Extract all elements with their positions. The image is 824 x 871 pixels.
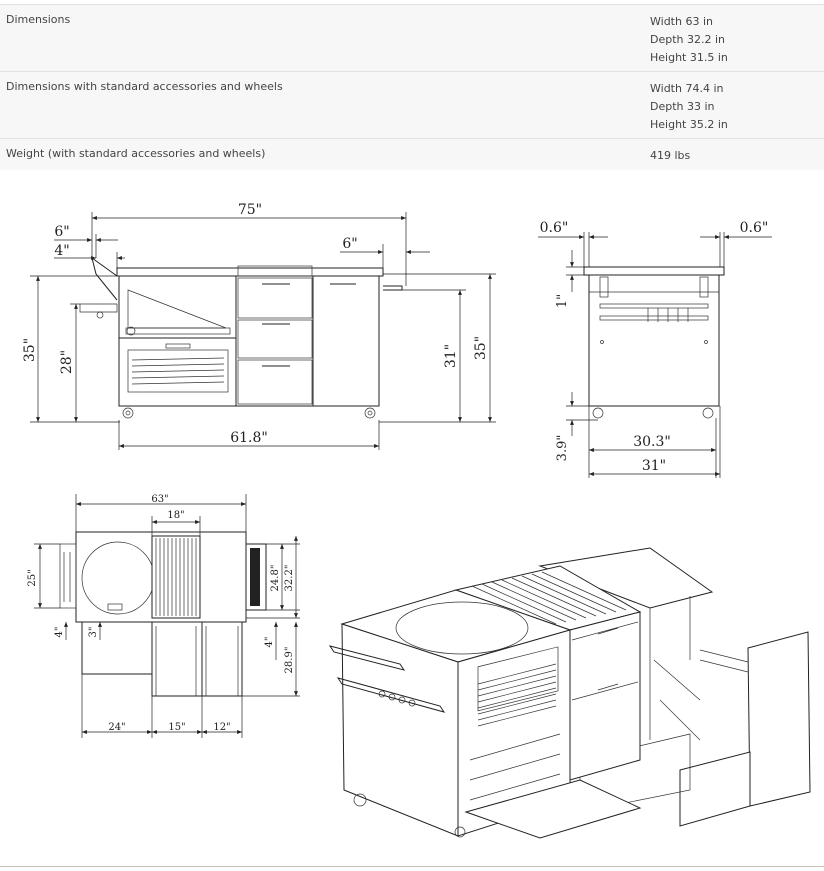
spec-value: Depth 33 in	[650, 100, 715, 113]
dim-outer-width: 31"	[642, 458, 666, 474]
dim-height-right: 35"	[473, 336, 489, 360]
spec-values: 419 lbs	[650, 147, 690, 165]
spec-value: Width 74.4 in	[650, 82, 724, 95]
front-view-drawing: 75" 6" 4" 6" 35" 28" 31" 35" 61.8"	[22, 202, 496, 450]
dim-right-top: 6"	[342, 236, 357, 252]
dim-top: 1"	[555, 294, 570, 308]
dim-grill: 18"	[167, 510, 184, 521]
dim-right-inner: 24.8"	[270, 565, 281, 592]
side-view-drawing: 0.6" 0.6" 1" 3.9" 30.3" 31"	[538, 220, 772, 478]
dim-top-width: 63"	[151, 494, 168, 505]
dim-body-width: 61.8"	[230, 430, 268, 446]
spec-row-dimensions-accessories: Dimensions with standard accessories and…	[0, 71, 824, 139]
spec-value: Depth 32.2 in	[650, 33, 726, 46]
spec-values: Width 74.4 in Depth 33 in Height 35.2 in	[650, 80, 728, 134]
spec-values: Width 63 in Depth 32.2 in Height 31.5 in	[650, 13, 728, 67]
spec-value: Width 63 in	[650, 15, 713, 28]
dim-overall-width: 75"	[238, 202, 262, 218]
spec-label: Weight (with standard accessories and wh…	[6, 147, 266, 160]
top-view-drawing: 63" 18" 25" 24.8" 32.2" 4" 3" 4" 28.9" 2…	[27, 494, 300, 738]
dim-left-mid: 4"	[54, 243, 69, 259]
isometric-view-drawing	[328, 547, 811, 839]
spec-value: 419 lbs	[650, 149, 691, 162]
dim-bottom-b: 15"	[168, 722, 185, 733]
dim-small-b: 3"	[88, 627, 99, 638]
dim-height-inner: 28"	[59, 350, 75, 374]
dim-lower-height: 28.9"	[284, 647, 295, 674]
dim-bottom-a: 24"	[108, 722, 125, 733]
dim-small-c: 4"	[264, 637, 275, 648]
spec-row-dimensions: Dimensions Width 63 in Depth 32.2 in Hei…	[0, 4, 824, 72]
dim-small-a: 4"	[54, 627, 65, 638]
bottom-divider	[0, 866, 824, 867]
dim-right-outer: 32.2"	[284, 565, 295, 592]
dim-bottom-c: 12"	[213, 722, 230, 733]
dim-left-overhang: 0.6"	[540, 220, 569, 236]
spec-row-weight: Weight (with standard accessories and wh…	[0, 138, 824, 170]
spec-value: Height 31.5 in	[650, 51, 728, 64]
dim-inner-width: 30.3"	[633, 434, 671, 450]
dim-left-depth: 25"	[27, 569, 38, 586]
spec-value: Height 35.2 in	[650, 118, 728, 131]
dim-right-overhang: 0.6"	[740, 220, 769, 236]
dim-left-top: 6"	[54, 224, 69, 240]
spec-label: Dimensions	[6, 13, 71, 26]
spec-label: Dimensions with standard accessories and…	[6, 80, 283, 93]
dim-height-left: 35"	[22, 338, 38, 362]
dim-bottom: 3.9"	[555, 435, 570, 462]
dim-height-right-inner: 31"	[443, 344, 459, 368]
